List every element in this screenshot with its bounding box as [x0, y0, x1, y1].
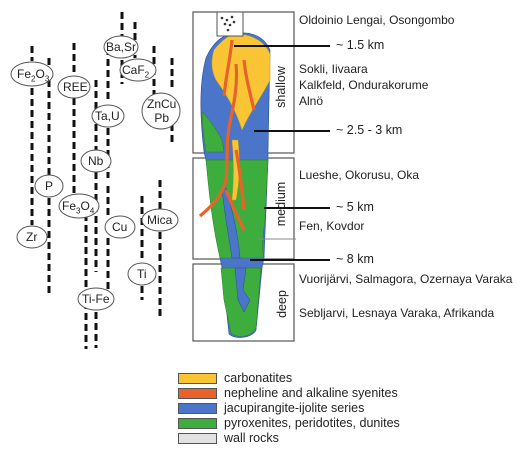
- locality-oldoinio: Oldoinio Lengai, Osongombo: [299, 13, 454, 27]
- locality-fen: Fen, Kovdor: [299, 219, 364, 233]
- element-label-cu: Cu: [112, 220, 127, 234]
- element-label-ree: REE: [63, 80, 88, 94]
- zone-label-medium: medium: [274, 182, 288, 226]
- zone-label-deep: deep: [275, 290, 289, 318]
- legend-label: carbonatites: [224, 371, 292, 385]
- element-label-tife: Ti-Fe: [82, 292, 110, 306]
- legend-item-carbonatites: carbonatites: [178, 371, 292, 385]
- element-label-nb: Nb: [88, 154, 103, 168]
- element-label-tau: Ta,U: [95, 109, 120, 123]
- locality-alno: Alnö: [299, 94, 323, 108]
- locality-vuorijarvi: Vuorijärvi, Salmagora, Ozernaya Varaka: [299, 272, 512, 286]
- depth-label-2-5-3km: ~ 2.5 - 3 km: [336, 123, 402, 137]
- element-label-caf2: CaF2: [122, 63, 149, 79]
- locality-sebljarvi: Sebljarvi, Lesnaya Varaka, Afrikanda: [299, 306, 494, 320]
- legend-item-jacupirangite: jacupirangite-ijolite series: [178, 401, 364, 415]
- depth-label-8km: ~ 8 km: [336, 252, 374, 266]
- legend-swatch: [178, 388, 217, 399]
- locality-sokli: Sokli, Iivaara: [299, 62, 368, 76]
- legend-swatch: [178, 373, 217, 384]
- legend-item-syenites: nepheline and alkaline syenites: [178, 386, 398, 400]
- legend-item-wall-rocks: wall rocks: [178, 431, 279, 445]
- element-label-fe2o3: Fe2O3: [17, 67, 49, 83]
- locality-lueshe: Lueshe, Okorusu, Oka: [299, 168, 419, 182]
- element-label-mica: Mica: [147, 213, 172, 227]
- depth-label-1-5km: ~ 1.5 km: [336, 38, 384, 52]
- locality-kalkfeld: Kalkfeld, Ondurakorume: [299, 78, 428, 92]
- legend-label: jacupirangite-ijolite series: [224, 401, 364, 415]
- legend-swatch: [178, 418, 217, 429]
- element-label-zncupb: ZnCu Pb: [147, 97, 176, 125]
- legend-label: nepheline and alkaline syenites: [224, 386, 398, 400]
- element-label-zr: Zr: [26, 230, 37, 244]
- zone-label-shallow: shallow: [274, 66, 288, 108]
- legend-item-pyroxenites: pyroxenites, peridotites, dunites: [178, 416, 400, 430]
- element-label-p: P: [45, 179, 53, 193]
- element-label-fe3o4: Fe3O4: [62, 199, 94, 215]
- legend-swatch: [178, 403, 217, 414]
- legend-label: pyroxenites, peridotites, dunites: [224, 416, 400, 430]
- legend-swatch: [178, 433, 217, 444]
- legend-label: wall rocks: [224, 431, 279, 445]
- element-label-basr: Ba,Sr: [106, 40, 136, 54]
- element-label-ti: Ti: [137, 267, 147, 281]
- depth-label-5km: ~ 5 km: [336, 200, 374, 214]
